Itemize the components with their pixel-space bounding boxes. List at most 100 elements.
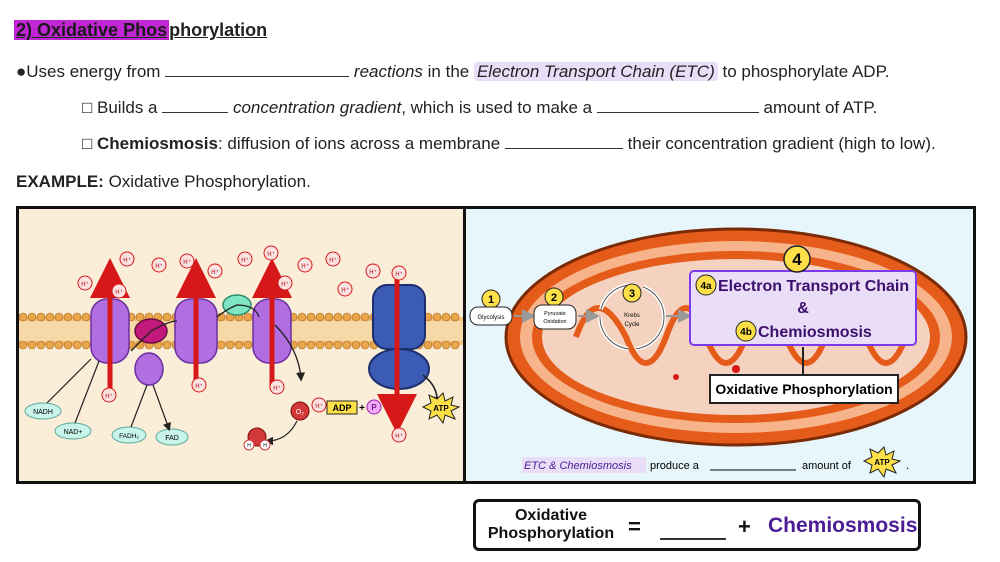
h-ion-label: H⁺: [281, 281, 289, 288]
equation-plus: +: [738, 514, 751, 539]
step-1-glycolysis: 1 Glycolysis: [469, 289, 513, 326]
etc-close: ): [709, 62, 715, 81]
phospholipid-head: [45, 312, 55, 322]
h-ion: H⁺: [191, 377, 207, 393]
chemi-tag: 4b: [740, 327, 752, 338]
phospholipid-head: [72, 312, 82, 322]
phospholipid-head: [81, 312, 91, 322]
phospholipid-head: [342, 312, 352, 322]
equation-label-line2: Phosphorylation: [487, 525, 615, 542]
phospholipid-head: [324, 340, 334, 350]
phospholipid-head: [162, 340, 172, 350]
equation-term: Chemiosmosis: [768, 514, 918, 537]
step-2-pyruvate-oxidation: 2 Pyruvate Oxidation: [533, 287, 577, 330]
h-ion-group: H⁺H⁺H⁺H⁺H⁺H⁺H⁺H⁺H⁺H⁺H⁺H⁺H⁺H⁺H⁺H⁺H⁺H⁺H⁺: [77, 245, 407, 443]
phospholipid-head: [81, 340, 91, 350]
phospholipid-head: [315, 312, 325, 322]
h-ion-label: H⁺: [105, 393, 113, 400]
blank-energy-source: [165, 62, 350, 77]
h-ion-label: H⁺: [115, 289, 123, 296]
checkbox-1: □: [82, 98, 93, 117]
produce-period: .: [906, 458, 909, 472]
h-ion: H⁺: [179, 253, 195, 269]
h-ion-label: H⁺: [211, 269, 219, 276]
phospholipid-head: [27, 312, 37, 322]
equation-label: Oxidative Phosphorylation: [486, 507, 616, 543]
h-ion-label: H⁺: [273, 385, 281, 392]
nadh-fad-arrows: [46, 358, 169, 429]
nadh-label: NADH: [33, 409, 53, 416]
phospholipid-head: [135, 340, 145, 350]
h-ion-label: H⁺: [183, 259, 191, 266]
phospholipid-head: [324, 312, 334, 322]
phospholipid-head: [351, 312, 361, 322]
phospholipid-head: [360, 312, 370, 322]
h-ion: H⁺: [237, 251, 253, 267]
phospholipid-head: [297, 312, 307, 322]
title-highlight: 2) Oxidative Phos: [14, 20, 170, 40]
bullet-text-after: to phosphorylate ADP.: [722, 62, 890, 81]
h-ion-label: H⁺: [267, 251, 275, 258]
step1-number: 1: [488, 294, 494, 306]
bullet-reactions: reactions: [353, 62, 423, 81]
h-ion: H⁺: [311, 397, 327, 413]
mitochondrion-panel: 1 Glycolysis 2 Pyruvate Oxidation 3 Kreb…: [463, 206, 976, 484]
h-ion-label: H⁺: [341, 287, 349, 294]
etc-term: Electron Transport Chain: [476, 62, 665, 81]
phospholipid-head: [423, 340, 433, 350]
h-ion: H⁺: [337, 281, 353, 297]
title-rest: phorylation: [169, 20, 268, 40]
h-ion-label: H⁺: [123, 257, 131, 264]
sub1-text-mid: , which is used to make a: [401, 98, 593, 117]
step1-label: Glycolysis: [477, 315, 504, 321]
h-ion-label: H⁺: [195, 383, 203, 390]
phospholipid-head: [54, 340, 64, 350]
nad-label: NAD+: [64, 429, 83, 436]
produce-text-a: produce a: [650, 460, 700, 472]
produce-highlight: ETC & Chemiosmosis: [524, 460, 632, 472]
phospholipid-head: [27, 340, 37, 350]
etc-ampersand: &: [797, 300, 809, 317]
equation-box: Oxidative Phosphorylation = + Chemiosmos…: [473, 499, 921, 551]
etc-abbrev: ETC: [675, 62, 710, 81]
complex-ii-protein: [134, 352, 164, 386]
h-ion: H⁺: [391, 427, 407, 443]
fad-label: FAD: [165, 435, 179, 442]
phospholipid-head: [162, 312, 172, 322]
sub2-text-before: : diffusion of ions across a membrane: [217, 134, 501, 153]
etc-tag: 4a: [700, 281, 712, 292]
phospholipid-head: [19, 340, 28, 350]
phospholipid-head: [19, 312, 28, 322]
phospholipid-head: [297, 340, 307, 350]
blank-direction: [504, 134, 623, 149]
phospholipid-head: [432, 340, 442, 350]
water-h1-label: H: [247, 443, 251, 449]
h-ion: H⁺: [365, 263, 381, 279]
h-ion-label: H⁺: [329, 257, 337, 264]
phospholipid-head: [243, 340, 253, 350]
step-3-krebs-cycle: 3 Krebs Cycle: [598, 283, 666, 351]
h-ion-label: H⁺: [155, 263, 163, 270]
phospholipid-head: [441, 312, 451, 322]
h-ion: H⁺: [207, 263, 223, 279]
etc-open: (: [664, 62, 676, 81]
phospholipid-head: [234, 340, 244, 350]
water-h2-label: H: [263, 443, 267, 449]
phospholipid-head: [36, 340, 46, 350]
bullet-line: ●Uses energy from reactions in the Elect…: [16, 62, 889, 82]
step2-number: 2: [551, 292, 557, 304]
example-text: Oxidative Phosphorylation.: [108, 172, 311, 191]
water-molecule: H H: [243, 427, 271, 451]
phospholipid-head: [342, 340, 352, 350]
step2-label-2: Oxidation: [543, 319, 566, 325]
bullet-text-before: Uses energy from: [26, 62, 161, 81]
etc-highlight: Electron Transport Chain (ETC): [473, 62, 718, 81]
step-4-etc-box: 4 4a Electron Transport Chain & 4b Chemi…: [689, 245, 917, 346]
h-ion: H⁺: [325, 251, 341, 267]
phospholipid-head: [432, 312, 442, 322]
blank-atp-amount: [596, 98, 759, 113]
sub-line-1: □ Builds a concentration gradient, which…: [82, 98, 877, 118]
sub-line-2: □ Chemiosmosis: diffusion of ions across…: [82, 134, 936, 154]
step2-label-1: Pyruvate: [544, 311, 566, 317]
